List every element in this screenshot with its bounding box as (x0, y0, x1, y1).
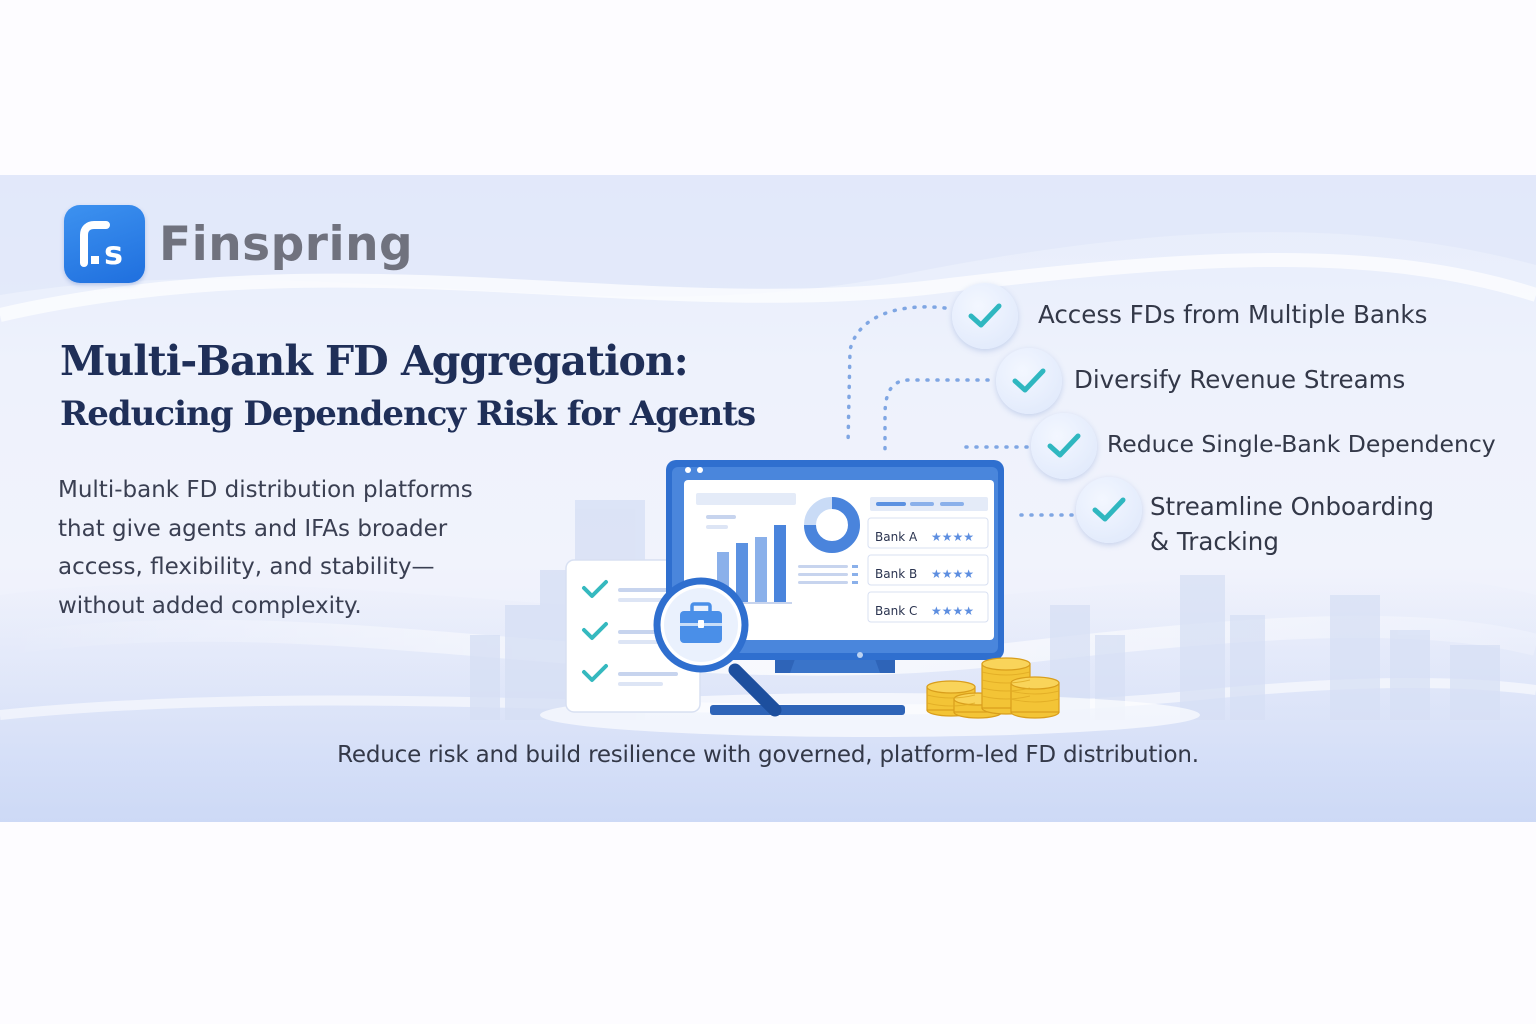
headline-title: Multi-Bank FD Aggregation: (60, 337, 689, 385)
benefit-text: Streamline Onboarding (1150, 492, 1435, 521)
hero-banner: s Finspring Multi-Bank FD Aggregation: R… (0, 175, 1536, 822)
check-icon (582, 664, 608, 682)
svg-text:s: s (104, 234, 123, 272)
dotted-connectors (846, 305, 1074, 517)
coin-stacks (926, 657, 1060, 719)
benefit-label: Diversify Revenue Streams (1074, 348, 1405, 397)
bar-chart-bar (774, 525, 786, 602)
benefit-label: Reduce Single-Bank Dependency (1107, 413, 1496, 462)
benefit-item: Reduce Single-Bank Dependency (1031, 413, 1496, 479)
bank-name: Bank B (875, 567, 917, 581)
description-line: without added complexity. (58, 592, 362, 619)
headline-subtitle: Reducing Dependency Risk for Agents (60, 394, 756, 434)
bank-name: Bank C (875, 604, 917, 618)
benefit-text: Access FDs from Multiple Banks (1038, 300, 1428, 329)
monitor-dashboard (666, 460, 1004, 715)
bar-chart-bar (736, 543, 748, 602)
bank-rating: ★★★★ (931, 530, 974, 544)
check-circle-icon (1076, 477, 1142, 543)
check-icon (582, 580, 608, 598)
brand-logo[interactable]: s Finspring (64, 205, 413, 283)
benefit-item: Diversify Revenue Streams (996, 348, 1405, 414)
bank-name: Bank A (875, 530, 918, 544)
bank-rating: ★★★★ (931, 567, 974, 581)
check-circle-icon (996, 348, 1062, 414)
benefit-label: Access FDs from Multiple Banks (1038, 283, 1427, 332)
description-line: access, flexibility, and stability— (58, 554, 435, 580)
description-line: that give agents and IFAs broader (58, 515, 448, 542)
benefit-label: Streamline Onboarding & Tracking (1150, 477, 1434, 559)
illustration: Bank A ★★★★ Bank B ★★★★ Bank C ★★★★ (565, 305, 1074, 719)
bank-rating: ★★★★ (931, 604, 974, 618)
finspring-logo-icon: s (64, 205, 145, 283)
brand-name: Finspring (159, 216, 414, 272)
headline: Multi-Bank FD Aggregation: Reducing Depe… (60, 335, 756, 441)
magnifier-briefcase-icon (653, 577, 782, 717)
benefit-text: Diversify Revenue Streams (1074, 365, 1406, 394)
benefit-item: Access FDs from Multiple Banks (952, 283, 1427, 349)
bar-chart-bar (755, 537, 767, 602)
check-icon (582, 622, 608, 640)
benefit-text: Reduce Single-Bank Dependency (1107, 430, 1496, 458)
tagline: Reduce risk and build resilience with go… (337, 742, 1199, 768)
benefit-item: Streamline Onboarding & Tracking (1076, 477, 1434, 559)
description-line: Multi-bank FD distribution platforms (58, 477, 473, 503)
description: Multi-bank FD distribution platforms tha… (58, 471, 578, 625)
check-circle-icon (1031, 413, 1097, 479)
benefit-text: & Tracking (1150, 527, 1279, 556)
check-circle-icon (952, 283, 1018, 349)
